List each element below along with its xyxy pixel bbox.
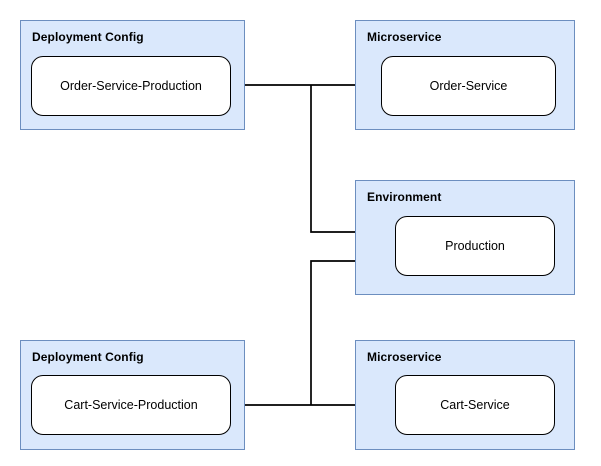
node-cart-service-production[interactable]: Cart-Service-Production — [31, 375, 231, 435]
node-cart-service[interactable]: Cart-Service — [395, 375, 555, 435]
node-production[interactable]: Production — [395, 216, 555, 276]
group-label-deployment-config-cart: Deployment Config — [32, 350, 144, 364]
node-label-order-service-production: Order-Service-Production — [60, 79, 202, 93]
node-label-cart-service-production: Cart-Service-Production — [64, 398, 198, 412]
node-label-order-service: Order-Service — [429, 79, 508, 93]
node-order-service-production[interactable]: Order-Service-Production — [31, 56, 231, 116]
group-label-microservice-cart: Microservice — [367, 350, 442, 364]
node-label-cart-service: Cart-Service — [440, 398, 510, 412]
group-label-deployment-config-order: Deployment Config — [32, 30, 144, 44]
group-label-microservice-order: Microservice — [367, 30, 442, 44]
group-label-environment-production: Environment — [367, 190, 442, 204]
node-order-service[interactable]: Order-Service — [381, 56, 556, 116]
node-label-production: Production — [445, 239, 505, 253]
